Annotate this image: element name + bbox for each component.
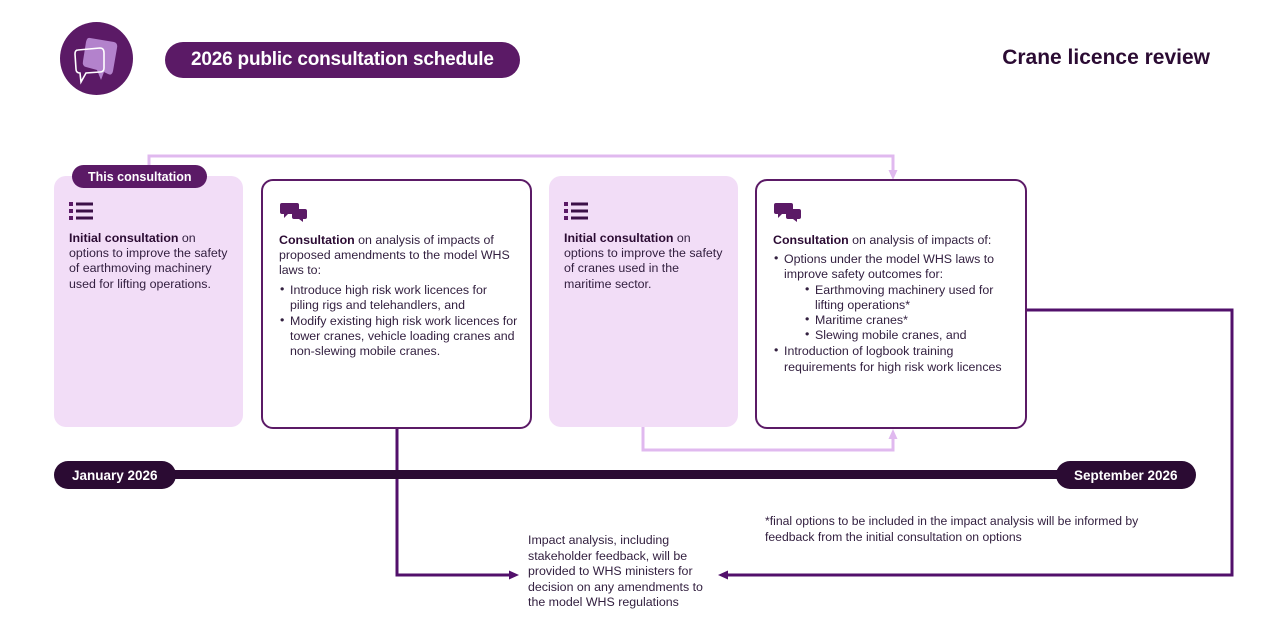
banner-pill: 2026 public consultation schedule: [165, 42, 520, 78]
list-icon: [69, 201, 93, 226]
list-item: Modify existing high risk work licences …: [279, 313, 518, 360]
card-text: Initial consultation on options to impro…: [69, 231, 231, 292]
status-badge: This consultation: [72, 165, 208, 188]
card-bullet-list: Options under the model WHS laws to impr…: [773, 251, 1013, 375]
speech-bubble-logo: [60, 22, 133, 95]
list-item-label: Options under the model WHS laws to impr…: [784, 252, 995, 282]
card-sub-bullet-list: Earthmoving machinery used for lifting o…: [784, 282, 1013, 344]
speech-bubbles-icon: [280, 201, 307, 228]
footnote-text: *final options to be included in the imp…: [765, 514, 1139, 544]
card-lead-bold: Initial consultation: [69, 231, 179, 245]
card-lead-bold: Initial consultation: [564, 231, 674, 245]
impact-analysis-note: Impact analysis, including stakeholder f…: [528, 533, 703, 609]
card-text: Consultation on analysis of impacts of: …: [773, 233, 1013, 376]
card-consultation-final-options[interactable]: Consultation on analysis of impacts of: …: [755, 179, 1027, 429]
card-lead-rest: on analysis of impacts of:: [848, 233, 992, 247]
timeline-start-pill: January 2026: [54, 461, 176, 489]
list-item: Introduction of logbook training require…: [773, 343, 1013, 374]
sub-list-item: Slewing mobile cranes, and: [804, 327, 1013, 343]
card-initial-consultation-earthmoving[interactable]: This consultation Initial consultation o…: [54, 165, 243, 427]
speech-bubbles-icon: [774, 201, 801, 228]
banner-label: 2026 public consultation schedule: [191, 49, 494, 70]
list-icon: [564, 201, 588, 226]
page-title: Crane licence review: [1002, 46, 1210, 69]
timeline-bar: [110, 470, 1180, 479]
card-consultation-impact-analysis[interactable]: Consultation on analysis of impacts of p…: [261, 179, 532, 429]
card-initial-consultation-maritime[interactable]: Initial consultation on options to impro…: [549, 176, 738, 427]
sub-list-item: Maritime cranes*: [804, 312, 1013, 328]
card-lead-bold: Consultation: [279, 233, 355, 247]
sub-list-item: Earthmoving machinery used for lifting o…: [804, 282, 1013, 313]
list-item: Options under the model WHS laws to impr…: [773, 251, 1013, 344]
list-item: Introduce high risk work licences for pi…: [279, 282, 518, 313]
card-text: Initial consultation on options to impro…: [564, 231, 726, 292]
card-lead-rest: on options to improve the safety of eart…: [69, 231, 228, 291]
card-lead-rest: on options to improve the safety of cran…: [564, 231, 723, 291]
card-lead-rest: on analysis of impacts of proposed amend…: [279, 233, 510, 278]
card-lead-bold: Consultation: [773, 233, 849, 247]
card-text: Consultation on analysis of impacts of p…: [279, 233, 518, 361]
timeline-end-pill: September 2026: [1056, 461, 1196, 489]
card-bullet-list: Introduce high risk work licences for pi…: [279, 282, 518, 360]
